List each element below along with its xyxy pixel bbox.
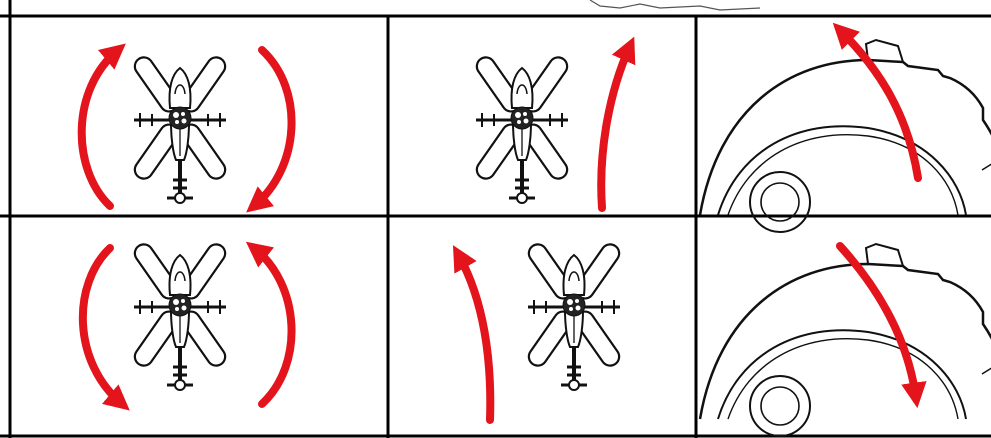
helicopter-icon xyxy=(473,54,570,203)
curved-arrow-left-up-icon xyxy=(82,50,118,206)
rotor-head-icon xyxy=(700,244,991,436)
curved-arrow-right-up-icon xyxy=(254,248,292,404)
curved-arrow-up-icon xyxy=(458,254,490,420)
rotor-head-icon xyxy=(700,40,991,232)
cell-r2-c3 xyxy=(700,244,991,436)
curved-arrow-up-left-icon xyxy=(840,30,918,178)
cell-r2-c1 xyxy=(83,241,292,404)
top-strip xyxy=(590,0,760,10)
helicopter-icon xyxy=(525,241,622,390)
cell-r1-c3 xyxy=(700,30,991,232)
helicopter-icon xyxy=(131,54,228,203)
curved-arrow-right-down-icon xyxy=(254,50,292,206)
cell-r2-c2 xyxy=(458,241,623,420)
curved-arrow-left-down-icon xyxy=(83,248,122,404)
curved-arrow-up-icon xyxy=(601,46,630,208)
helicopter-icon xyxy=(131,241,228,390)
cell-r1-c1 xyxy=(82,50,292,206)
cell-r1-c2 xyxy=(473,46,630,208)
